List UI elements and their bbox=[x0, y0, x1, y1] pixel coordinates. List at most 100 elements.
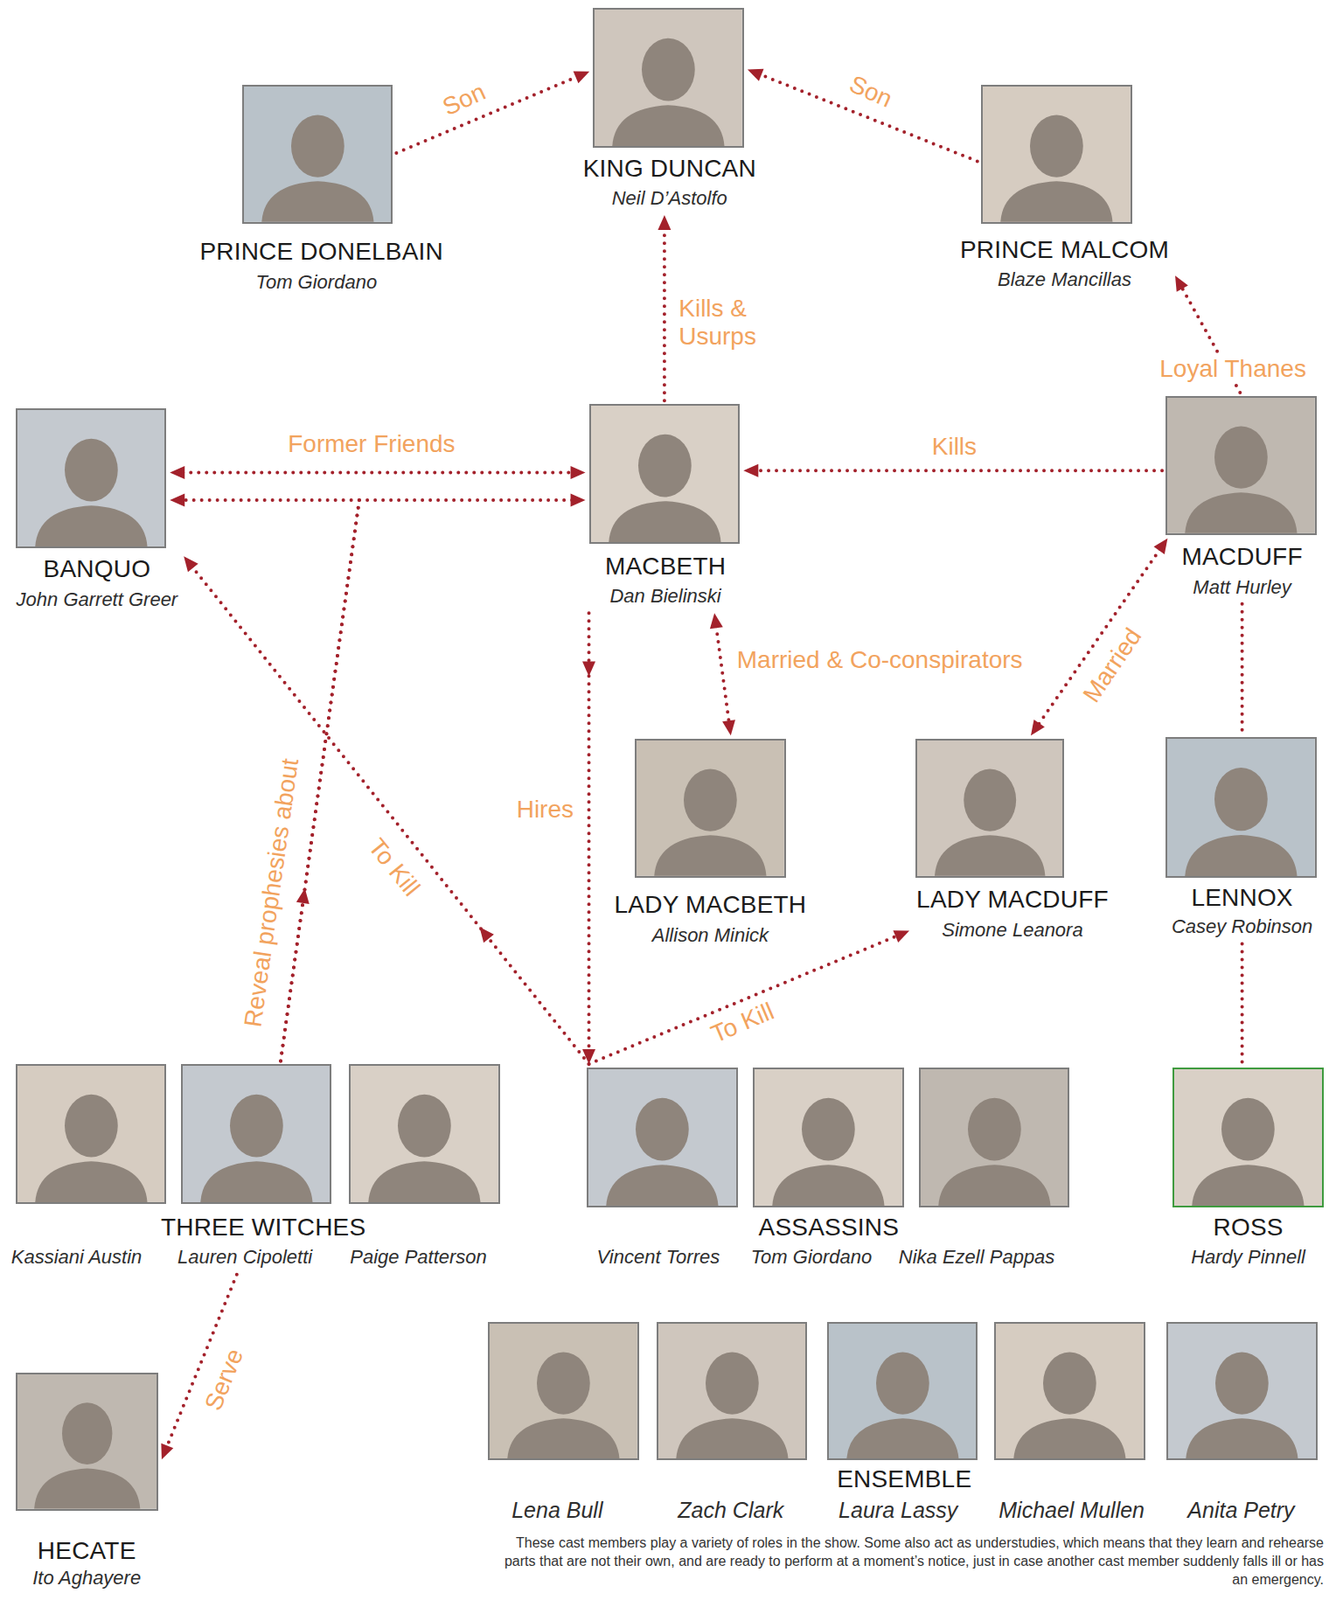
arrowhead bbox=[657, 215, 671, 230]
photo-ground bbox=[1167, 738, 1316, 877]
role-name: MACDUFF bbox=[1181, 542, 1302, 571]
role-name: ENSEMBLE bbox=[836, 1465, 972, 1494]
photo-ground bbox=[17, 1065, 166, 1203]
headshot-photo bbox=[348, 1064, 501, 1204]
relation-connector bbox=[709, 612, 736, 736]
headshot-silhouette bbox=[588, 1069, 737, 1206]
arrowhead bbox=[1175, 275, 1189, 293]
relation-connector bbox=[657, 215, 671, 401]
role-name: BANQUO bbox=[43, 555, 152, 584]
silhouette-head bbox=[963, 769, 1016, 832]
character-card: MACBETHDan Bielinski bbox=[586, 403, 744, 610]
role-name: LENNOX bbox=[1190, 883, 1293, 912]
relation-connector bbox=[183, 556, 589, 1065]
silhouette-body bbox=[507, 1418, 620, 1459]
character-card: LENNOXCasey Robinson bbox=[1162, 737, 1320, 941]
role-name: KING DUNCAN bbox=[583, 154, 757, 183]
headshot-photo bbox=[487, 1322, 640, 1462]
arrowhead bbox=[183, 556, 198, 572]
silhouette-body bbox=[1185, 1418, 1298, 1459]
headshot-silhouette bbox=[350, 1065, 499, 1203]
character-card: PRINCE MALCOMBlaze Mancillas bbox=[957, 84, 1172, 294]
arrowhead bbox=[747, 69, 765, 82]
character-card: ROSSHardy Pinnell bbox=[1169, 1067, 1327, 1272]
photo-ground bbox=[17, 410, 166, 547]
headshot-photo bbox=[994, 1322, 1146, 1462]
actor-name: Michael Mullen bbox=[998, 1497, 1145, 1524]
photo-ground bbox=[917, 740, 1063, 877]
character-card: LADY MACDUFFSimone Leanora bbox=[912, 738, 1112, 944]
actor-name: Zach Clark bbox=[677, 1497, 784, 1524]
relation-connector bbox=[1241, 604, 1243, 734]
actor-name: Ito Aghayere bbox=[32, 1566, 141, 1589]
headshot-photo bbox=[242, 84, 394, 224]
headshot-silhouette bbox=[636, 740, 785, 877]
silhouette-body bbox=[846, 1418, 959, 1459]
headshot-photo bbox=[592, 7, 745, 148]
silhouette-body bbox=[1184, 492, 1297, 533]
headshot-silhouette bbox=[182, 1065, 331, 1203]
headshot-photo bbox=[1172, 1067, 1324, 1208]
photo-ground bbox=[982, 86, 1131, 223]
arrowhead bbox=[892, 930, 910, 943]
silhouette-head bbox=[64, 438, 119, 502]
silhouette-head bbox=[62, 1402, 112, 1465]
headshot-photo bbox=[918, 1067, 1071, 1208]
headshot-silhouette bbox=[17, 1374, 157, 1510]
silhouette-body bbox=[608, 501, 721, 543]
silhouette-head bbox=[876, 1351, 930, 1414]
silhouette-head bbox=[1214, 767, 1268, 831]
photo-ground bbox=[243, 86, 392, 223]
headshot-silhouette bbox=[920, 1069, 1069, 1206]
photo-ground bbox=[594, 9, 743, 147]
silhouette-body bbox=[1191, 1164, 1304, 1206]
arrowhead bbox=[570, 466, 586, 480]
dotted-line bbox=[1240, 944, 1245, 1065]
character-card: LADY MACBETHAllison Minick bbox=[612, 738, 810, 949]
actor-name: Nika Ezell Pappas bbox=[898, 1245, 1056, 1268]
headshot-photo bbox=[15, 408, 167, 549]
actor-name: Vincent Torres bbox=[597, 1245, 721, 1268]
character-card: HECATEIto Aghayere bbox=[13, 1372, 161, 1592]
role-name: ROSS bbox=[1213, 1213, 1284, 1242]
arrowhead bbox=[169, 493, 185, 507]
headshot-photo bbox=[752, 1067, 905, 1208]
headshot-photo bbox=[589, 403, 741, 544]
actor-name: Neil D’Astolfo bbox=[612, 187, 728, 209]
headshot-silhouette bbox=[917, 740, 1063, 877]
photo-ground bbox=[1174, 1069, 1323, 1206]
dotted-line bbox=[1240, 604, 1245, 734]
actor-name: Lena Bull bbox=[511, 1497, 603, 1524]
relation-connector bbox=[1030, 538, 1168, 736]
silhouette-head bbox=[1214, 425, 1268, 488]
headshot-silhouette bbox=[828, 1323, 977, 1460]
arrowhead bbox=[479, 926, 494, 943]
headshot-photo bbox=[15, 1372, 159, 1511]
dotted-line bbox=[1038, 549, 1161, 725]
role-name: PRINCE MALCOM bbox=[960, 236, 1169, 265]
actor-name: Tom Giordano bbox=[256, 271, 378, 293]
silhouette-head bbox=[638, 434, 692, 498]
relation-connector bbox=[280, 493, 586, 1061]
actor-name: Lauren Cipoletti bbox=[177, 1245, 313, 1268]
actor-name: John Garrett Greer bbox=[16, 588, 179, 611]
dotted-line bbox=[396, 76, 578, 154]
actor-name: Laura Lassy bbox=[838, 1497, 958, 1524]
silhouette-head bbox=[705, 1351, 759, 1414]
silhouette-head bbox=[1029, 114, 1084, 177]
character-card: THREE WITCHESKassiani AustinLauren Cipol… bbox=[8, 1064, 503, 1271]
silhouette-head bbox=[229, 1094, 284, 1158]
arrowhead bbox=[1030, 719, 1045, 736]
silhouette-head bbox=[635, 1098, 689, 1162]
relation-label: Hires bbox=[516, 795, 574, 824]
dotted-line bbox=[662, 228, 667, 401]
relation-label: Loyal Thanes bbox=[1155, 354, 1310, 383]
actor-name: Allison Minick bbox=[652, 924, 769, 947]
photo-ground bbox=[636, 740, 785, 877]
role-name: ASSASSINS bbox=[758, 1213, 900, 1242]
actor-name: Paige Patterson bbox=[349, 1245, 488, 1268]
character-card: BANQUO John Garrett Greer bbox=[13, 408, 181, 613]
role-name: MACBETH bbox=[605, 552, 726, 581]
dotted-line bbox=[182, 470, 572, 474]
